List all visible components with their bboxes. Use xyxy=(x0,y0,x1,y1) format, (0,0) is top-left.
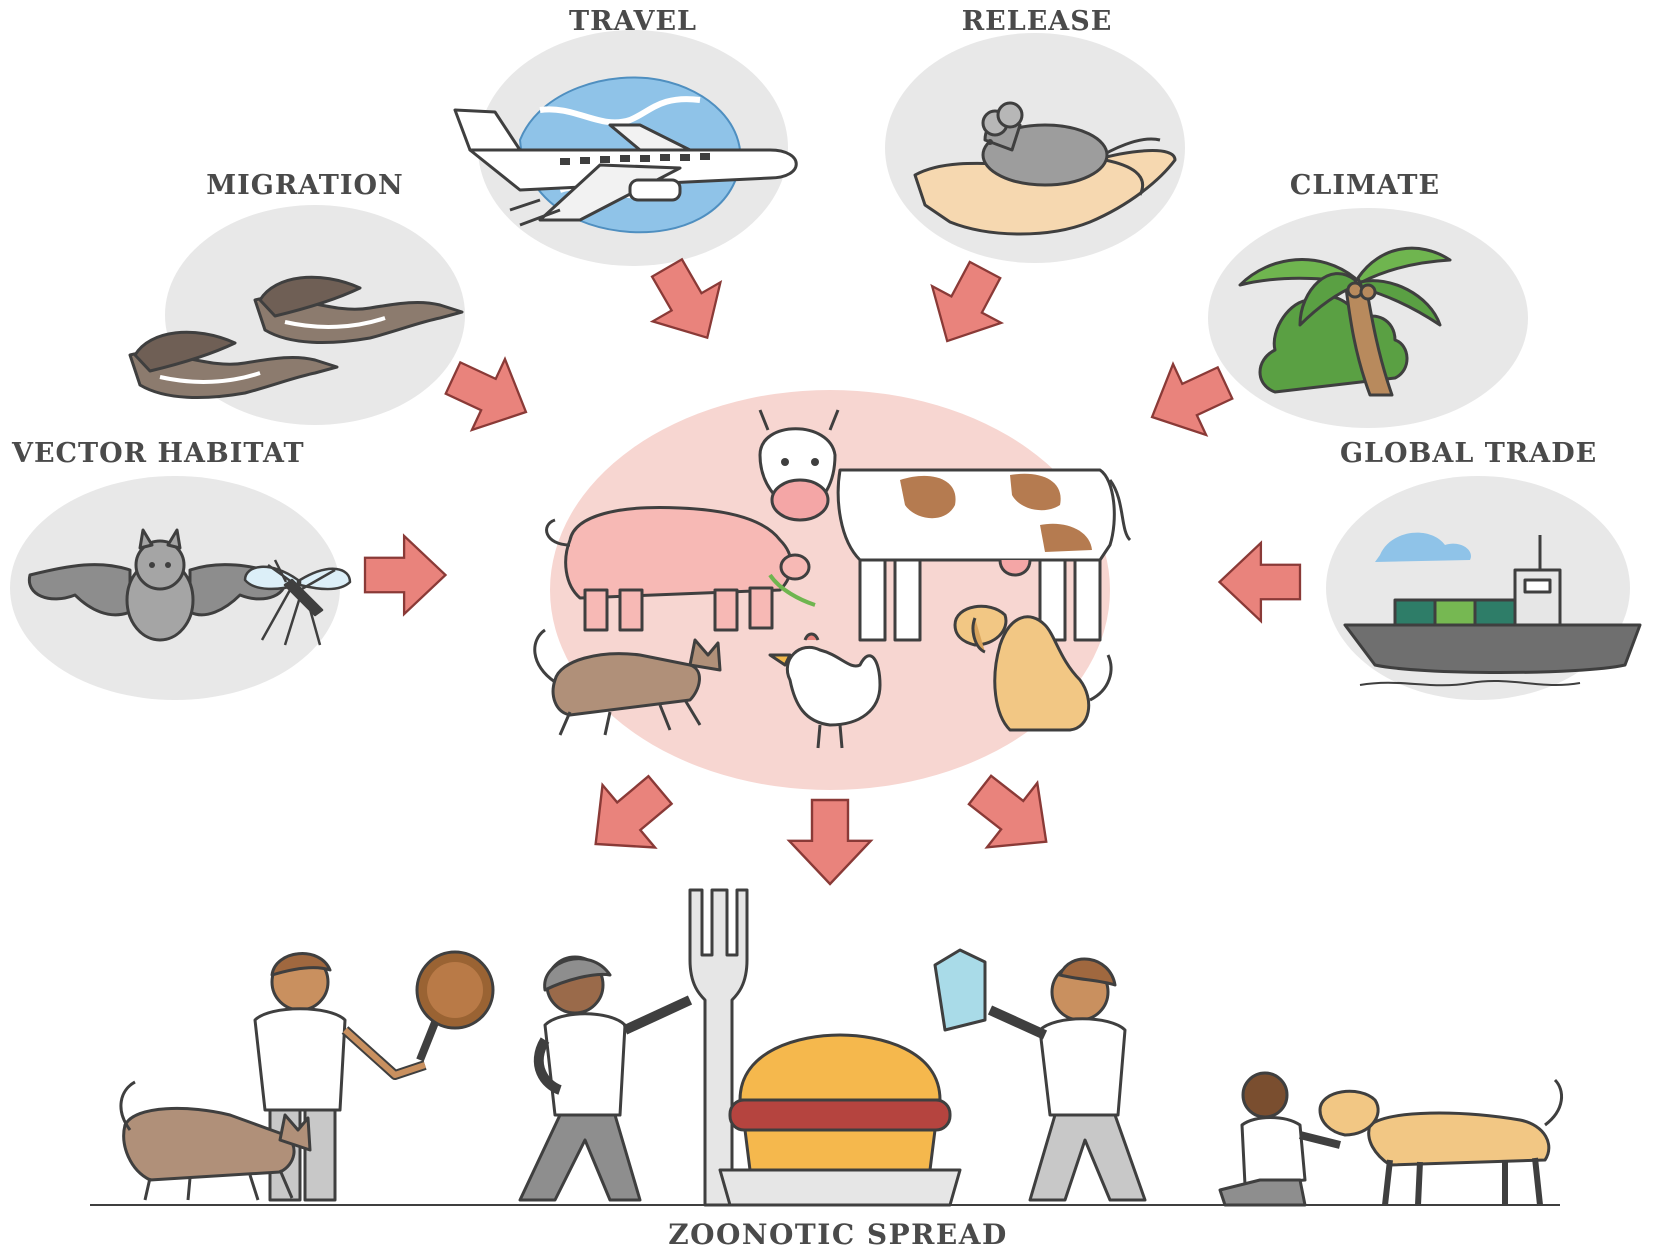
arrow-vector-habitat xyxy=(363,534,447,616)
cargo-ship-icon xyxy=(1343,532,1642,687)
mouse-in-hand-icon xyxy=(913,101,1177,236)
arrow-out-center xyxy=(788,798,872,886)
arrow-release xyxy=(911,250,1021,361)
cat-icon xyxy=(533,628,722,736)
person-with-fork xyxy=(518,955,693,1202)
burger-icon xyxy=(718,1033,962,1207)
arrow-global-trade xyxy=(1218,541,1302,623)
fork-icon xyxy=(688,888,749,1207)
diagram-title: ZOONOTIC SPREAD xyxy=(668,1218,1008,1251)
label-migration: MIGRATION xyxy=(206,170,404,201)
label-travel: TRAVEL xyxy=(568,6,698,37)
child-with-dog xyxy=(1218,1071,1341,1207)
pig-icon xyxy=(545,506,816,632)
geese-icon xyxy=(128,275,464,399)
arrow-out-left xyxy=(568,757,688,877)
label-release: RELEASE xyxy=(961,6,1113,37)
label-vector-habitat: VECTOR HABITAT xyxy=(12,438,305,469)
chicken-icon xyxy=(768,632,882,749)
dog-icon-bottom xyxy=(1318,1078,1564,1206)
person-with-drumstick xyxy=(253,950,495,1202)
cat-icon-bottom xyxy=(119,1080,312,1201)
label-global-trade: GLOBAL TRADE xyxy=(1340,438,1598,469)
person-with-milk xyxy=(933,948,1147,1202)
label-climate: CLIMATE xyxy=(1289,170,1441,201)
arrow-out-right xyxy=(953,756,1073,876)
bottom-scene xyxy=(90,888,1564,1207)
airplane-icon xyxy=(453,108,798,227)
cow-icon xyxy=(758,409,1132,642)
mosquito-icon xyxy=(243,559,352,646)
palm-tree-icon xyxy=(1238,246,1452,397)
dog-icon xyxy=(953,604,1113,732)
